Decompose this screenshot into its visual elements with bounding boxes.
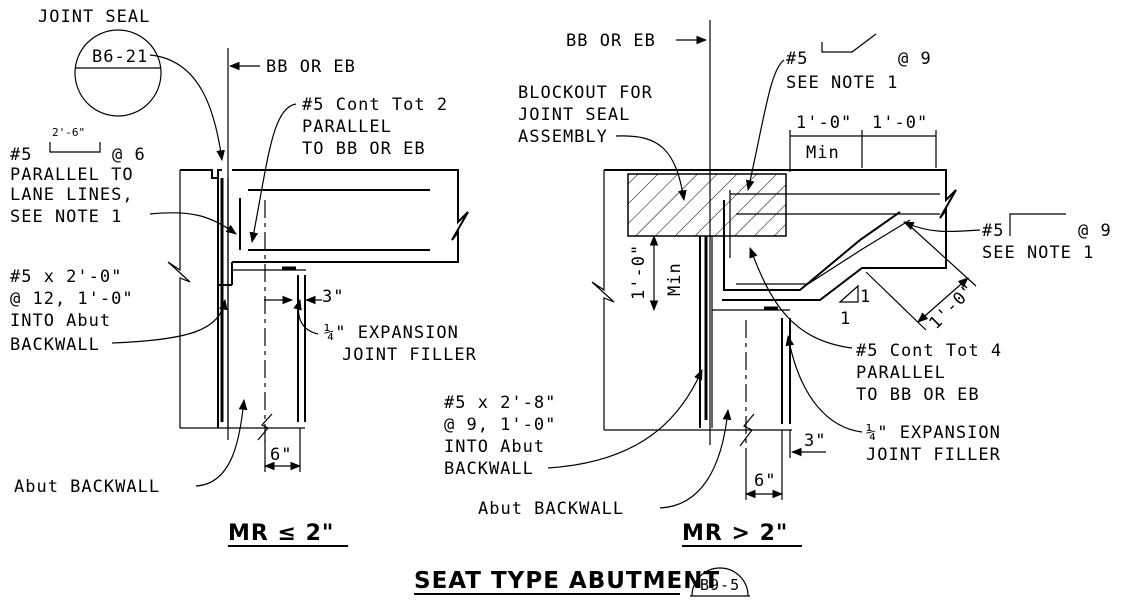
cont-leader [249,103,297,244]
bar-top-leader [745,59,785,192]
blockout-line3: ASSEMBLY [518,127,608,147]
dowel-line4: BACKWALL [10,335,100,355]
dowel-right-line4: BACKWALL [444,459,534,479]
diag-dim-ext-a [865,271,927,331]
left-deck-top-left [180,169,222,179]
bar-top-spacing: @ 9 [898,49,932,69]
slope-triangle [838,284,859,303]
right-loop-bars [729,190,940,285]
slope-1b: 1 [840,309,851,329]
bar-right-line2: SEE NOTE 1 [982,243,1094,263]
slope-1a: 1 [860,287,871,307]
dowel-right-line2: @ 9, 1'-0" [444,415,556,435]
dowel-line2: @ 12, 1'-0" [10,289,134,309]
joint-seal-leader [149,54,225,162]
bar-a-line3: LANE LINES, [10,185,134,205]
bar-a-label: #5 [10,145,32,165]
bar-a-spacing: @ 6 [112,145,146,165]
dowel-leader [111,298,228,344]
sheet-ref-halfcircle [691,567,749,597]
exp-line1: ¼" EXPANSION [324,323,459,343]
abut-backwall-leader [195,398,248,487]
bar-top-line2: SEE NOTE 1 [786,73,898,93]
right-title: MR > 2" [682,521,788,546]
bar-a-dim: 2'-6" [52,126,85,139]
dowel-right-leader [547,369,703,469]
cont-right-leader [749,246,853,349]
deck-slab-right [604,169,957,301]
dowel-right-line3: INTO Abut [444,437,545,457]
diag-dim-line [917,277,969,323]
joint-seal-ref-circle [74,29,162,117]
exp-right-line1: ¼" EXPANSION [866,423,1001,443]
cont-right-line3: TO BB OR EB [856,385,980,405]
dowel-line3: INTO Abut [10,311,111,331]
exp-right-leader [785,334,863,433]
dim-3in: 3" [322,287,344,307]
deck-slab [232,169,469,263]
right-bottom-break [739,413,755,447]
bar-top-label: #5 [786,49,808,69]
exp-leader [293,298,319,335]
dowel-right-line1: #5 x 2'-8" [444,393,556,413]
sheet-ref: B9-5 [700,576,740,594]
bar-top-shape [821,33,877,53]
cont-line1: #5 Cont Tot 2 [302,95,448,115]
abut-backwall-right: Abut BACKWALL [478,499,624,519]
sheet-title: SEAT TYPE ABUTMENT [414,568,720,594]
exp-line2: JOINT FILLER [342,345,477,365]
abut-backwall-right-leader [659,408,732,509]
bar-a-line2: PARALLEL TO [10,165,134,185]
cont-right-line1: #5 Cont Tot 4 [856,341,1002,361]
cont-line3: TO BB OR EB [302,139,426,159]
haunch-bar [723,200,901,291]
dim-1ft-b: 1'-0" [872,113,928,133]
dim-1ft-diag: 1'-0" [925,280,979,334]
left-bottom-break [257,413,273,441]
bar-right-shape [1009,213,1066,236]
dim-6in: 6" [270,445,292,465]
cont-line2: PARALLEL [302,117,392,137]
bar-right-leader [903,221,981,233]
dim-1ft-vert: 1'-0" [629,244,649,300]
exp-right-line2: JOINT FILLER [866,445,1001,465]
right-detail: BB OR EB BLOCKOUT FOR JOINT SEAL ASSEMBL… [444,20,1112,547]
left-detail: JOINT SEAL B6-21 BB OR EB #5 2'-6" @ 6 P… [10,7,477,547]
blockout-line1: BLOCKOUT FOR [518,83,653,103]
cont-right-line2: PARALLEL [856,363,946,383]
left-title: MR ≤ 2" [228,521,334,546]
bar-a-leader [149,212,237,235]
bar-right-label: #5 [982,221,1004,241]
dim-1ft-a: 1'-0" [796,113,852,133]
bar-a-shape [49,142,101,153]
right-break-line [591,170,615,430]
blockout-line2: JOINT SEAL [518,105,630,125]
bar-right-spacing: @ 9 [1078,221,1112,241]
dim-3in-right: 3" [804,431,826,451]
abut-backwall-label: Abut BACKWALL [14,477,160,497]
bb-or-eb-label-right: BB OR EB [566,31,656,51]
dim-min-top: Min [806,143,840,163]
joint-seal-ref: B6-21 [92,47,148,67]
bar-a-line4: SEE NOTE 1 [10,207,122,227]
loop-bars [239,189,430,251]
bb-or-eb-label: BB OR EB [266,57,356,77]
dowel-line1: #5 x 2'-0" [10,267,122,287]
joint-seal-label: JOINT SEAL [38,7,150,27]
sheet-title-block: SEAT TYPE ABUTMENT B9-5 [414,567,750,597]
dim-6in-right: 6" [754,471,776,491]
diag-dim-ext-b [909,225,977,287]
blockout-hatch [627,173,787,237]
left-break-line [167,170,191,428]
dim-min-vert: Min [665,262,685,296]
